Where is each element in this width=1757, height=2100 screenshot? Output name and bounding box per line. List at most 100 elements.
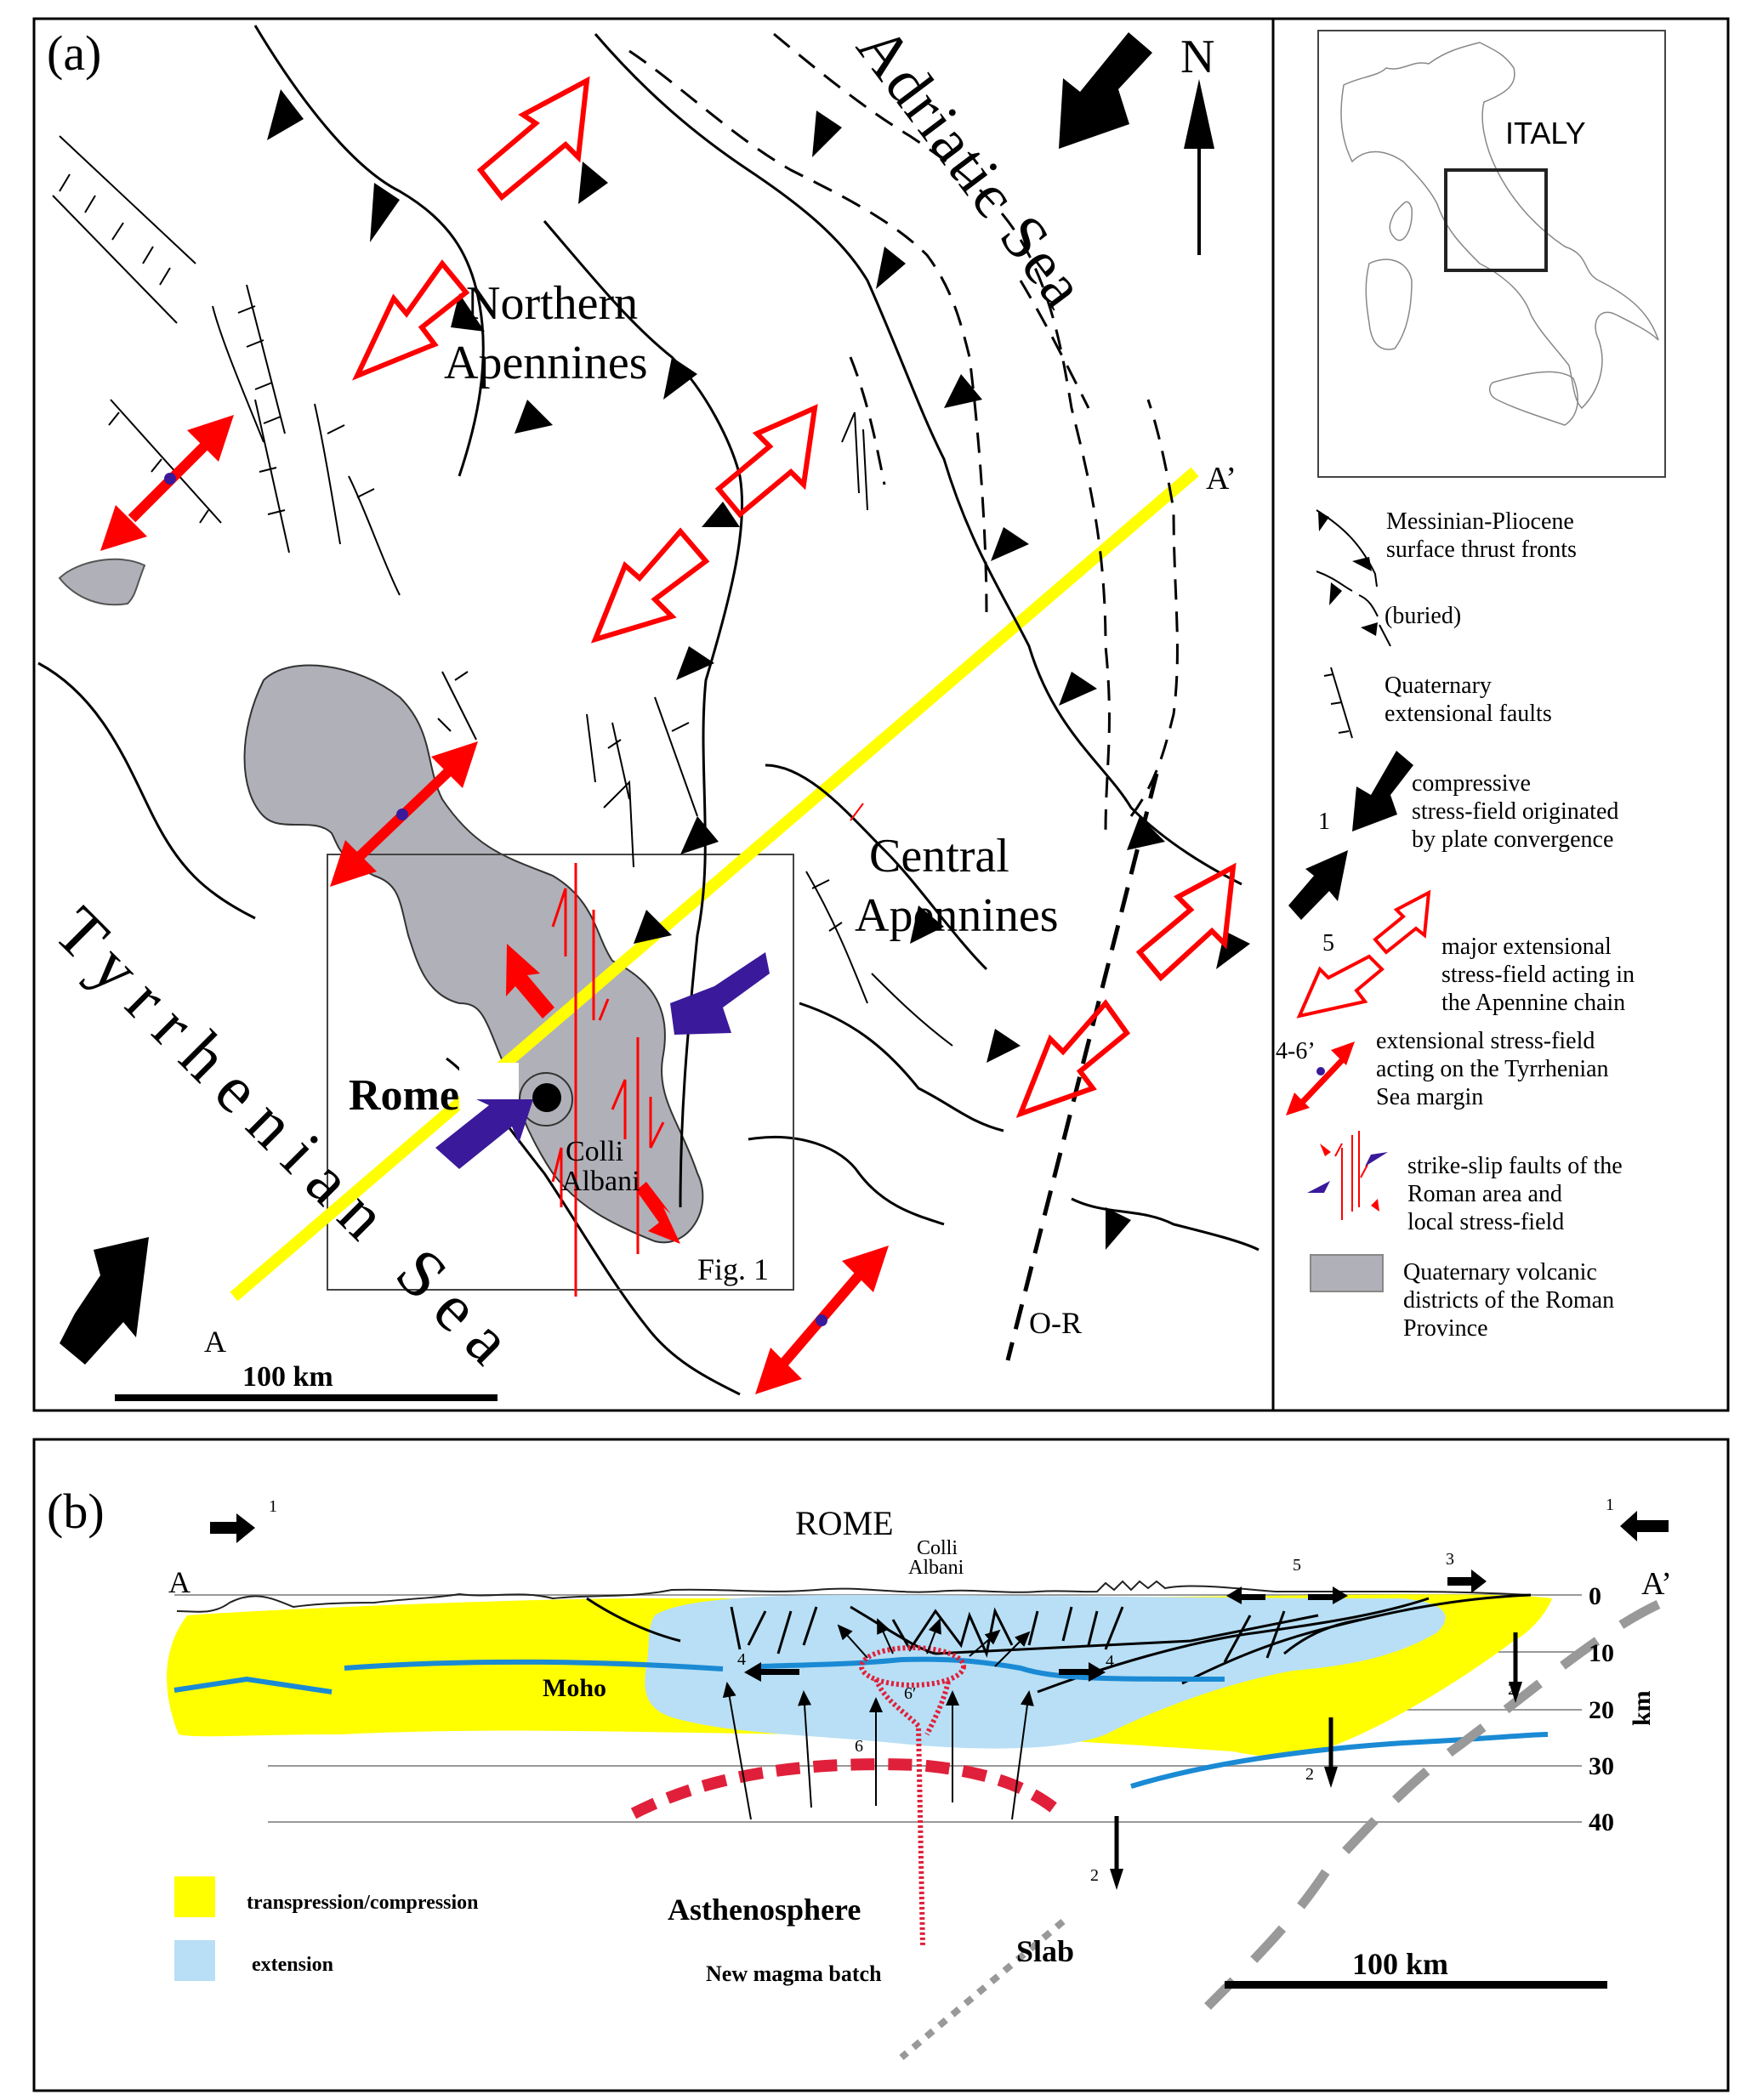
fig1-box xyxy=(327,854,794,1291)
legend-tyrrhenian-line1: extensional stress-field xyxy=(1376,1028,1595,1054)
o-r-line xyxy=(1005,773,1159,1361)
moho-line xyxy=(173,1656,1549,1789)
legend-compressive-line2: stress-field originated xyxy=(1412,798,1618,825)
buried-thrusts xyxy=(628,32,1179,834)
scale-bar-b xyxy=(1225,1981,1607,1989)
arrow-number-1-right: 1 xyxy=(1606,1496,1614,1514)
asthenosphere-top xyxy=(630,1758,1067,1820)
arrow-number-2-b: 2 xyxy=(1305,1765,1314,1784)
italy-label: ITALY xyxy=(1505,116,1586,150)
legend-extension-label: extension xyxy=(252,1954,333,1976)
section-compressive-arrows xyxy=(210,1511,1669,1543)
legend-compressive-line1: compressive xyxy=(1412,770,1531,797)
legend-tyrrhenian-line2: acting on the Tyrrhenian xyxy=(1376,1056,1609,1082)
tyrrhenian-coastline xyxy=(37,661,256,920)
legend-compressive-number: 1 xyxy=(1318,809,1330,835)
legend-tyrrhenian-number: 4-6’ xyxy=(1276,1038,1316,1064)
panel-a-frame xyxy=(32,17,1730,1412)
double-arrow-se xyxy=(755,1246,889,1394)
scale-bar-a xyxy=(115,1394,498,1401)
arrow-number-2-a: 2 xyxy=(1508,1680,1516,1699)
sicily-outline xyxy=(1488,371,1578,426)
central-apennines-label-1: Central xyxy=(869,830,1009,883)
northern-apennines-label-2: Apennines xyxy=(444,337,648,389)
legend-buried-symbol xyxy=(1316,570,1391,647)
depth-tick-10: 10 xyxy=(1589,1639,1614,1667)
colli-albani-label-1: Colli xyxy=(566,1136,623,1167)
double-arrow-mid xyxy=(330,741,478,887)
depth-tick-40: 40 xyxy=(1589,1808,1614,1836)
scale-bar-label-a: 100 km xyxy=(242,1361,333,1393)
magma-conduit xyxy=(859,1645,966,1948)
tyrrhenian-extensional-arrows xyxy=(100,415,889,1394)
study-area-box xyxy=(1444,168,1548,272)
legend-thrust-line2: surface thrust fronts xyxy=(1386,536,1577,563)
red-strike-slip-faults xyxy=(551,863,665,1297)
major-extensional-arrows xyxy=(351,76,1237,1119)
legend-major-extensional-line1: major extensional xyxy=(1441,934,1612,960)
arrow-number-5: 5 xyxy=(1293,1556,1301,1575)
magma-upwelling-arrows xyxy=(722,1618,1034,1820)
legend-extensional-line1: Quaternary xyxy=(1385,673,1492,699)
slab-pull-arrows xyxy=(1114,1632,1518,1870)
moho-label: Moho xyxy=(543,1674,606,1702)
colli-albani-label-2: Albani xyxy=(561,1166,640,1197)
panel-a-label: (a) xyxy=(47,26,101,81)
scale-bar-label-b: 100 km xyxy=(1352,1947,1448,1981)
depth-unit-label: km xyxy=(1628,1690,1656,1726)
corsica-outline xyxy=(1389,201,1413,241)
fig1-label: Fig. 1 xyxy=(697,1252,769,1286)
slab-pull-arrowheads xyxy=(1110,1682,1522,1890)
arrow-number-6: 6 xyxy=(855,1737,863,1756)
legend-volcanic-line3: Province xyxy=(1403,1315,1488,1342)
thrust-teeth xyxy=(267,89,1250,1250)
compressive-arrows xyxy=(60,32,1152,1365)
colli-albani-section-2: Albani xyxy=(908,1557,964,1579)
legend-compressive-line3: by plate convergence xyxy=(1412,826,1613,853)
arrow-number-4-right: 4 xyxy=(1106,1652,1114,1671)
depth-axis: 0 10 20 30 40 km xyxy=(1589,1582,1656,1836)
sardinia-outline xyxy=(1365,258,1413,350)
section-a-prime-label: A’ xyxy=(1206,461,1237,497)
legend-extensional-fault-symbol xyxy=(1323,667,1353,739)
section-small-arrows xyxy=(744,1569,1487,1682)
legend-tyrrhenian-line3: Sea margin xyxy=(1376,1084,1483,1110)
legend-a: Messinian-Pliocene surface thrust fronts… xyxy=(1276,508,1635,1342)
legend-transpression-swatch xyxy=(174,1876,215,1917)
legend-major-extensional-line3: the Apennine chain xyxy=(1441,990,1625,1016)
panel-b: (b) xyxy=(32,1438,1730,2092)
volcanic-district-small xyxy=(58,558,146,606)
section-line-a-a xyxy=(230,467,1199,1302)
slab-deep xyxy=(899,1918,1066,2061)
legend-thrust-line1: Messinian-Pliocene xyxy=(1386,508,1574,535)
legend-compressive-symbol xyxy=(1288,751,1413,920)
red-fault-tick xyxy=(850,803,864,821)
rome-section-label: ROME xyxy=(795,1504,894,1542)
slab-line xyxy=(1204,1600,1661,2010)
legend-volcanic-swatch xyxy=(1310,1254,1384,1292)
legend-thrust-symbol xyxy=(1316,509,1378,587)
northern-apennines-label-1: Northern xyxy=(466,277,638,330)
section-b-start-label: A xyxy=(168,1565,190,1599)
north-arrow: N xyxy=(1180,31,1214,255)
legend-volcanic-line2: districts of the Roman xyxy=(1403,1287,1614,1314)
legend-major-extensional-line2: stress-field acting in xyxy=(1441,962,1635,988)
arrow-number-3: 3 xyxy=(1446,1550,1454,1569)
thrust-fronts xyxy=(253,25,1259,1251)
depth-tick-0: 0 xyxy=(1589,1582,1601,1610)
legend-strike-slip-symbol xyxy=(1307,1131,1388,1220)
legend-extensional-line2: extensional faults xyxy=(1385,701,1552,727)
double-arrow-nw xyxy=(100,415,234,551)
coastline-segment xyxy=(748,1135,945,1226)
o-r-label: O-R xyxy=(1029,1306,1082,1340)
panel-b-label: (b) xyxy=(47,1484,105,1539)
section-a-label: A xyxy=(204,1325,226,1359)
asthenosphere-label: Asthenosphere xyxy=(668,1893,861,1927)
legend-tyrrhenian-extensional-symbol xyxy=(1286,1041,1355,1115)
legend-strike-slip-line1: strike-slip faults of the xyxy=(1407,1153,1623,1179)
panel-b-frame xyxy=(32,1438,1730,2092)
slab-label: Slab xyxy=(1016,1934,1074,1968)
rome-label: Rome xyxy=(349,1071,459,1120)
north-label: N xyxy=(1180,31,1214,83)
